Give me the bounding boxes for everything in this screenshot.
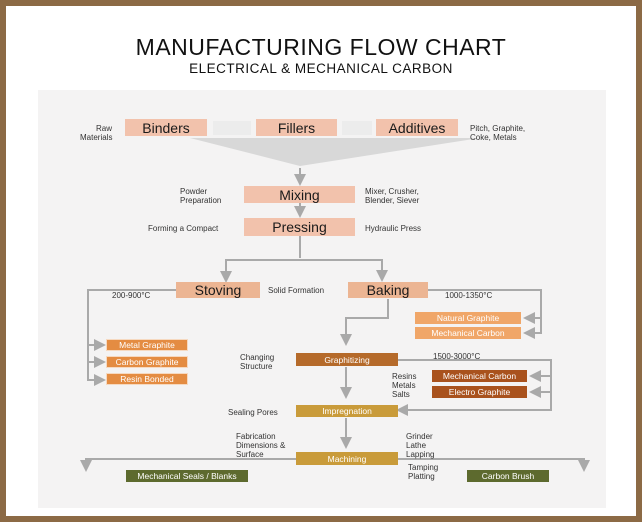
raw-materials-note-line1: Pitch, Graphite, — [470, 124, 526, 133]
chart-subtitle: ELECTRICAL & MECHANICAL CARBON — [189, 61, 453, 76]
carbon-brush-box: Carbon Brush — [467, 470, 549, 482]
mechanical-carbon-box-2: Mechanical Carbon — [432, 370, 527, 382]
resins-note-line1: Resins — [392, 372, 417, 381]
graphitizing-box: Graphitizing — [296, 353, 398, 366]
machining-left-line2: Dimensions & — [236, 441, 286, 450]
machining-left-note: Fabrication Dimensions & Surface — [236, 432, 285, 459]
stoving-box: Stoving — [176, 282, 260, 298]
impregnation-left-note: Sealing Pores — [228, 408, 278, 417]
mechanical-seals-box: Mechanical Seals / Blanks — [126, 470, 248, 482]
binders-box: Binders — [125, 119, 207, 136]
stoving-temp: 200-900°C — [112, 291, 151, 300]
mixing-box: Mixing — [244, 186, 355, 203]
pressing-box: Pressing — [244, 218, 355, 236]
machining-left-line — [80, 458, 296, 472]
machining-right-line2: Lathe — [406, 441, 427, 450]
baking-down-line — [340, 299, 389, 346]
impregnation-box: Impregnation — [296, 405, 398, 417]
fillers-box: Fillers — [256, 119, 337, 136]
baking-temp: 1000-1350°C — [445, 291, 493, 300]
machining-left-line3: Surface — [236, 450, 264, 459]
mixing-right-line1: Mixer, Crusher, — [365, 187, 419, 196]
spacer-box-2 — [342, 121, 372, 135]
mixing-right-line2: Blender, Siever — [365, 196, 420, 205]
raw-materials-note: Pitch, Graphite, Coke, Metals — [470, 124, 525, 142]
funnel-shape — [190, 138, 480, 166]
split-line — [225, 259, 388, 282]
additives-box: Additives — [376, 119, 458, 136]
natural-graphite-box: Natural Graphite — [415, 312, 521, 324]
machining-right2-line2: Platting — [408, 472, 435, 481]
pressing-right-note: Hydraulic Press — [365, 224, 422, 233]
machining-box: Machining — [296, 452, 398, 465]
graphitizing-temp: 1500-3000°C — [433, 352, 481, 361]
raw-materials-note-line2: Coke, Metals — [470, 133, 517, 142]
stoving-branch-line — [87, 289, 176, 386]
raw-materials-label-line2: Materials — [80, 133, 113, 142]
resins-note-line3: Salts — [392, 390, 410, 399]
raw-materials-label: Raw Materials — [80, 124, 112, 142]
graphitizing-right-line — [396, 359, 552, 416]
resins-note: Resins Metals Salts — [392, 372, 416, 399]
baking-box: Baking — [348, 282, 428, 298]
chart-title: MANUFACTURING FLOW CHART — [135, 34, 507, 60]
solid-formation-note: Solid Formation — [268, 286, 325, 295]
pressing-left-note: Forming a Compact — [148, 224, 219, 233]
carbon-graphite-box: Carbon Graphite — [106, 356, 188, 368]
mixing-left-line1: Powder — [180, 187, 208, 196]
baking-right-line — [428, 289, 542, 339]
mixing-left-line2: Preparation — [180, 196, 222, 205]
machining-left-line1: Fabrication — [236, 432, 276, 441]
mechanical-carbon-box-1: Mechanical Carbon — [415, 327, 521, 339]
mixing-left-note: Powder Preparation — [180, 187, 221, 205]
machining-right-line — [398, 458, 590, 472]
resin-bonded-box: Resin Bonded — [106, 373, 188, 385]
machining-right-note-2: Tamping Platting — [408, 463, 438, 481]
machining-right-line1: Grinder — [406, 432, 433, 441]
electro-graphite-box: Electro Graphite — [432, 386, 527, 398]
mixing-right-note: Mixer, Crusher, Blender, Siever — [365, 187, 419, 205]
graphitizing-left-line2: Structure — [240, 362, 273, 371]
graphitizing-left-line1: Changing — [240, 353, 275, 362]
spacer-box-1 — [213, 121, 251, 135]
graphitizing-left-note: Changing Structure — [240, 353, 274, 371]
raw-materials-label-line1: Raw — [95, 124, 112, 133]
machining-right2-line1: Tamping — [408, 463, 439, 472]
machining-right-line3: Lapping — [406, 450, 435, 459]
resins-note-line2: Metals — [392, 381, 416, 390]
metal-graphite-box: Metal Graphite — [106, 339, 188, 351]
machining-right-note: Grinder Lathe Lapping — [406, 432, 434, 459]
